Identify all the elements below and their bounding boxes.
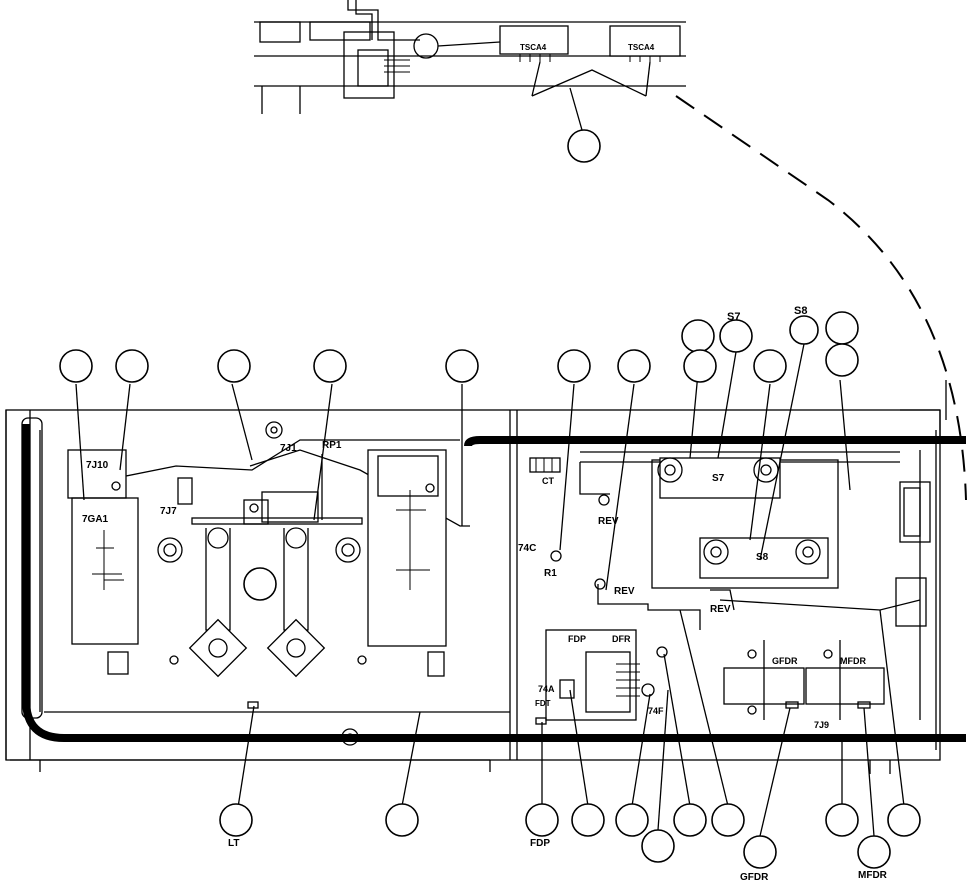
label-fdp-bottom: FDP	[530, 838, 550, 849]
label-7j10: 7J10	[86, 460, 109, 471]
label-mfdr-bottom: MFDR	[858, 870, 888, 881]
tsca4-left-label: TSCA4	[520, 43, 547, 52]
callout-19	[571, 803, 605, 837]
label-s8-body: S8	[756, 552, 769, 563]
relay-mfdr	[805, 667, 885, 705]
label-gfdr-top: GFDR	[772, 656, 798, 666]
label-rev-1: REV	[598, 516, 619, 527]
label-ct: CT	[542, 476, 554, 486]
label-74f: 74F	[648, 706, 664, 716]
connector-7j10	[67, 449, 127, 499]
callout-17	[385, 803, 419, 837]
callout-labels: S7 S8 LT FDP GFDR MFDR	[228, 305, 888, 883]
relay-dfr	[585, 651, 631, 713]
bus-bar-main	[22, 424, 966, 742]
callout-5	[445, 349, 479, 383]
callout-2	[115, 349, 149, 383]
callout-1	[59, 349, 93, 383]
top-inset: TSCA4 TSCA4	[254, 0, 686, 131]
label-fdt: FDT	[535, 699, 551, 708]
tsca4-right-label: TSCA4	[628, 43, 655, 52]
callout-27	[887, 803, 921, 837]
callouts	[59, 129, 921, 869]
label-74c: 74C	[518, 543, 536, 554]
label-rev-2: REV	[614, 586, 635, 597]
tsca4-right-module	[609, 25, 681, 57]
label-s7-top: S7	[727, 311, 740, 323]
callout-15	[243, 567, 277, 601]
label-7j9: 7J9	[814, 720, 829, 730]
contactor-s8	[699, 537, 829, 579]
callout-16	[219, 803, 253, 837]
callout-24	[743, 835, 777, 869]
label-dfr: DFR	[612, 634, 631, 644]
inset-leader-dashed	[675, 95, 967, 501]
callout-14	[825, 343, 859, 377]
callout-22	[673, 803, 707, 837]
label-s8-top: S8	[794, 305, 807, 317]
label-7ga1: 7GA1	[82, 514, 109, 525]
main-panel: 7J10 7GA1 7J1 RP1 7J7	[5, 380, 966, 774]
label-lt: LT	[228, 838, 239, 849]
connector-right	[367, 449, 447, 647]
label-rp1: RP1	[322, 440, 342, 451]
callout-7	[617, 349, 651, 383]
callout-10	[719, 319, 753, 353]
label-r1: R1	[544, 568, 557, 579]
label-mfdr-top: MFDR	[840, 656, 866, 666]
callout-11	[753, 349, 787, 383]
callout-12	[789, 315, 819, 345]
callout-20	[615, 803, 649, 837]
label-rev-3: REV	[710, 604, 731, 615]
label-7j1: 7J1	[280, 443, 297, 454]
callout-4	[313, 349, 347, 383]
callout-3	[217, 349, 251, 383]
tsca4-left-module	[499, 25, 569, 55]
callout-26	[857, 835, 891, 869]
callout-23	[711, 803, 745, 837]
callout-8	[681, 319, 715, 353]
callout-6	[557, 349, 591, 383]
callout-13	[825, 311, 859, 345]
callout-25	[825, 803, 859, 837]
label-s7-body: S7	[712, 473, 725, 484]
label-gfdr-bottom: GFDR	[740, 872, 769, 883]
label-7j7: 7J7	[160, 506, 177, 517]
callout-18	[525, 803, 559, 837]
callout-9	[683, 349, 717, 383]
callout-21	[641, 829, 675, 863]
label-fdp-top: FDP	[568, 634, 586, 644]
bus-bar-upper	[464, 436, 966, 447]
label-74a: 74A	[538, 684, 555, 694]
callout-inset	[567, 129, 601, 163]
